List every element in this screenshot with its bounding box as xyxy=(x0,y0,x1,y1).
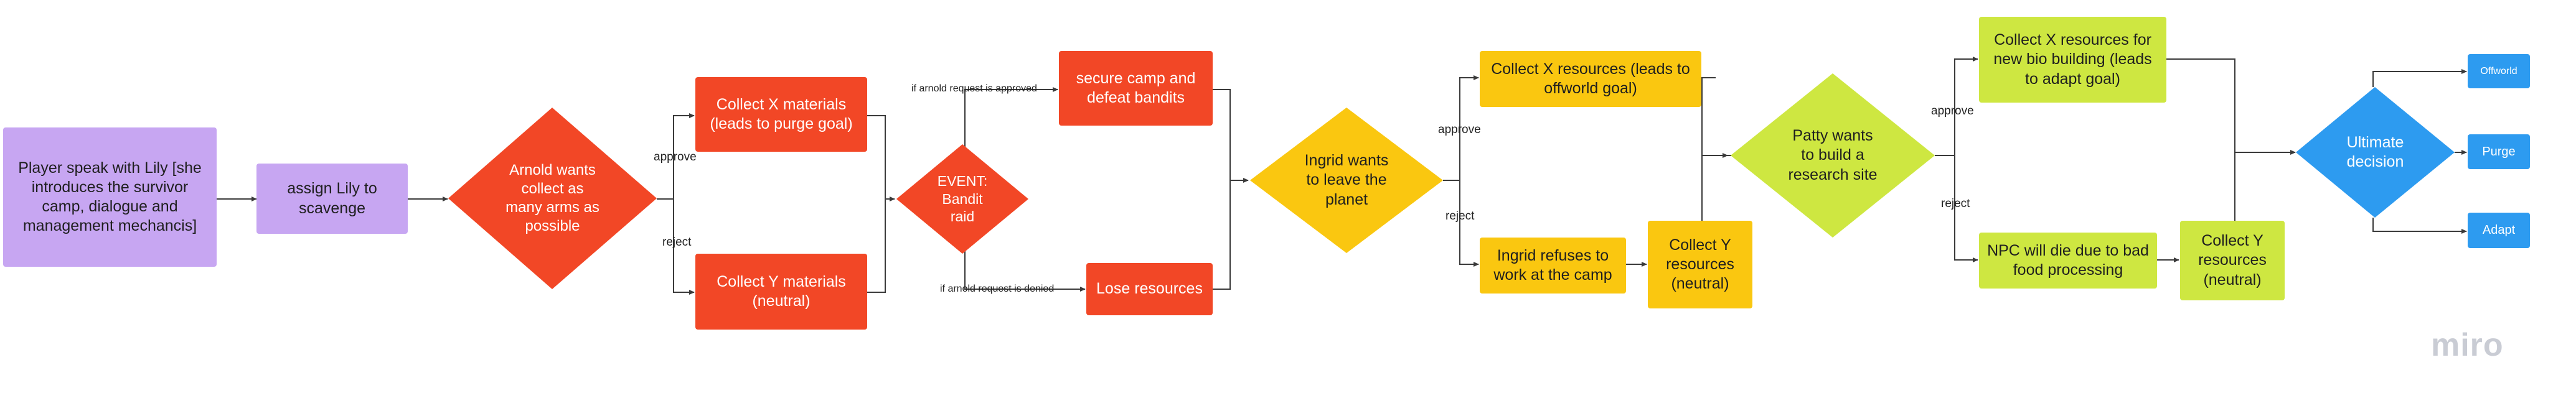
connector-arnold-approve xyxy=(657,113,695,200)
node-ending-adapt[interactable]: Adapt xyxy=(2468,213,2530,248)
node-collect-x-offworld[interactable]: Collect X resources (leads to offworld g… xyxy=(1480,51,1701,107)
node-collect-y-resources-2[interactable]: Collect Y resources (neutral) xyxy=(2180,221,2285,300)
edge-label-approve-2: approve xyxy=(1438,123,1481,136)
node-collect-y-resources-1[interactable]: Collect Y resources (neutral) xyxy=(1648,221,1752,308)
node-ultimate-decision-label: Ultimate decision xyxy=(2346,133,2404,170)
connector-ultimate-adapt xyxy=(2372,218,2467,234)
node-arnold-wants-label: Arnold wants collect as many arms as pos… xyxy=(505,162,599,234)
node-secure-camp[interactable]: secure camp and defeat bandits xyxy=(1059,51,1213,126)
node-ingrid-wants[interactable]: Ingrid wants to leave the planet xyxy=(1250,108,1443,253)
node-collect-y-materials[interactable]: Collect Y materials (neutral) xyxy=(695,254,867,330)
node-event-bandit-raid-label: EVENT: Bandit raid xyxy=(937,172,988,225)
connector-ultimate-offworld xyxy=(2372,69,2467,87)
node-patty-wants[interactable]: Patty wants to build a research site xyxy=(1731,73,1935,238)
node-ingrid-wants-label: Ingrid wants to leave the planet xyxy=(1304,152,1389,208)
node-ingrid-refuses[interactable]: Ingrid refuses to work at the camp xyxy=(1480,238,1626,294)
node-collect-x-bio[interactable]: Collect X resources for new bio building… xyxy=(1979,17,2166,103)
node-npc-will-die[interactable]: NPC will die due to bad food processing xyxy=(1979,233,2157,289)
connector-patty-approve xyxy=(1935,57,1978,156)
node-event-bandit-raid[interactable]: EVENT: Bandit raid xyxy=(896,144,1028,254)
connector-event-denied xyxy=(964,244,1086,292)
edge-label-reject-2: reject xyxy=(1445,210,1475,223)
node-ending-purge[interactable]: Purge xyxy=(2468,134,2530,169)
diamond-shape xyxy=(2296,87,2455,218)
node-lose-resources[interactable]: Lose resources xyxy=(1086,263,1213,315)
node-ultimate-decision[interactable]: Ultimate decision xyxy=(2296,87,2455,218)
edge-label-if-approved: if arnold request is approved xyxy=(911,83,1037,94)
edge-label-approve-1: approve xyxy=(654,150,697,164)
node-patty-wants-label: Patty wants to build a research site xyxy=(1788,127,1878,183)
connector-event-approved xyxy=(964,87,1058,154)
connector-ingrid-approve xyxy=(1443,75,1479,181)
node-arnold-wants[interactable]: Arnold wants collect as many arms as pos… xyxy=(448,108,657,289)
miro-logo: miro xyxy=(2431,327,2504,363)
edge-label-reject-3: reject xyxy=(1941,197,1970,210)
connector-arnold-reject xyxy=(673,199,695,295)
connector-materials-to-event xyxy=(867,115,895,293)
diamond-shape xyxy=(448,108,657,289)
diamond-shape xyxy=(1250,108,1443,253)
node-assign-lily[interactable]: assign Lily to scavenge xyxy=(256,164,408,234)
edge-label-reject-1: reject xyxy=(662,236,692,249)
node-collect-x-materials[interactable]: Collect X materials (leads to purge goal… xyxy=(695,77,867,152)
diamond-shape xyxy=(896,144,1028,254)
connector-outcomes-to-ingrid xyxy=(1213,89,1248,290)
connector-patty-reject xyxy=(1954,155,1978,262)
edge-label-approve-3: approve xyxy=(1931,104,1974,118)
edge-label-if-denied: if arnold request is denied xyxy=(940,284,1055,294)
node-ending-offworld[interactable]: Offworld xyxy=(2468,54,2530,88)
connector-to-ultimate xyxy=(2166,58,2295,221)
diamond-shape xyxy=(1731,73,1935,238)
connector-ingrid-reject xyxy=(1459,180,1479,267)
node-player-speak-with-lily[interactable]: Player speak with Lily [she introduces t… xyxy=(3,127,217,267)
